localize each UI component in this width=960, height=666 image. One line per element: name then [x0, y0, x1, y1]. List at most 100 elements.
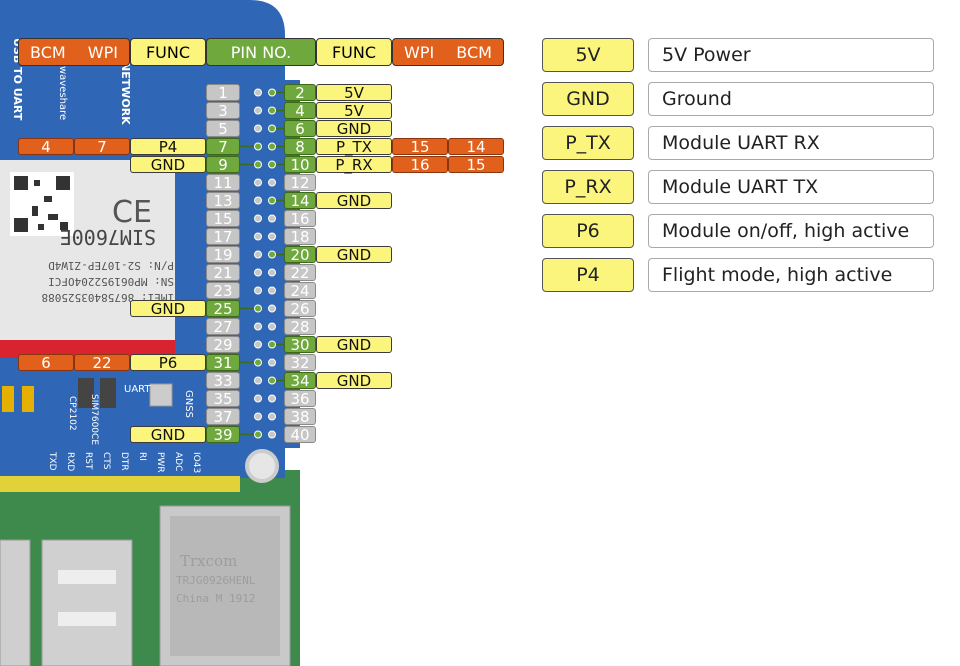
pin-10-func: P_RX — [316, 156, 392, 174]
pin-39-dot — [254, 430, 262, 439]
module-name: SIM7600E — [60, 225, 156, 249]
pin-32: 32 — [284, 354, 316, 372]
pin-31-bcm: 6 — [18, 354, 74, 372]
pin-4-func: 5V — [316, 102, 392, 120]
pin-37: 37 — [206, 408, 240, 426]
pin-9: 9 — [206, 156, 240, 174]
pin-24: 24 — [284, 282, 316, 300]
pin-2-dot — [268, 88, 276, 97]
pin-20-dot — [268, 250, 276, 259]
pin-21-dot — [254, 268, 262, 277]
pin-17-dot — [254, 232, 262, 241]
pin-25-func: GND — [130, 300, 206, 318]
header-bcm-left: BCM — [30, 42, 66, 62]
sim-label: SIM7600CE — [89, 394, 99, 445]
eth-brand: Trxcom — [180, 552, 237, 570]
pin-31: 31 — [206, 354, 240, 372]
legend-key: P_TX — [542, 126, 634, 160]
pin-30-func: GND — [316, 336, 392, 354]
pin-8-bcm: 14 — [448, 138, 504, 156]
legend-description: Ground — [648, 82, 934, 116]
pin-5: 5 — [206, 120, 240, 138]
pin-3: 3 — [206, 102, 240, 120]
legend-description: Module on/off, high active — [648, 214, 934, 248]
bottom-pin-dtr: DTR — [119, 452, 129, 471]
pin-6-dot — [268, 124, 276, 133]
pin-19-dot — [254, 250, 262, 259]
bottom-pin-cts: CTS — [101, 452, 111, 470]
pin-21: 21 — [206, 264, 240, 282]
pin-16: 16 — [284, 210, 316, 228]
legend-key: GND — [542, 82, 634, 116]
pin-10: 10 — [284, 156, 316, 174]
pin-13: 13 — [206, 192, 240, 210]
sn-text: SN: MP061952204OFCI — [48, 275, 174, 288]
pin-1-dot — [254, 88, 262, 97]
pin-12: 12 — [284, 174, 316, 192]
pin-36-dot — [268, 394, 276, 403]
header-func-right: FUNC — [316, 38, 392, 66]
pin-29-dot — [254, 340, 262, 349]
pin-34: 34 — [284, 372, 316, 390]
bottom-pin-adc: ADC — [173, 452, 183, 471]
bottom-pin-rst: RST — [83, 452, 93, 470]
pin-36: 36 — [284, 390, 316, 408]
pin-28-dot — [268, 322, 276, 331]
pin-27: 27 — [206, 318, 240, 336]
cp2102-label: CP2102 — [67, 396, 77, 431]
pin-dots — [240, 88, 284, 439]
bottom-pin-ri: RI — [137, 452, 147, 461]
pin-34-dot — [268, 376, 276, 385]
pin-4: 4 — [284, 102, 316, 120]
pin-32-dot — [268, 358, 276, 367]
pin-14: 14 — [284, 192, 316, 210]
pin-9-dot — [254, 160, 262, 169]
pin-15: 15 — [206, 210, 240, 228]
pin-7-func: P4 — [130, 138, 206, 156]
legend-description: Module UART RX — [648, 126, 934, 160]
header-bcm-right: BCM — [456, 42, 492, 62]
bottom-pin-pwr: PWR — [155, 452, 165, 473]
pin-4-dot — [268, 106, 276, 115]
pin-8-wpi: 15 — [392, 138, 448, 156]
pin-16-dot — [268, 214, 276, 223]
pin-31-wpi: 22 — [74, 354, 130, 372]
qr-code — [10, 172, 74, 236]
pin-2: 2 — [284, 84, 316, 102]
pin-26-dot — [268, 304, 276, 313]
pin-14-dot — [268, 196, 276, 205]
pin-22: 22 — [284, 264, 316, 282]
pin-17: 17 — [206, 228, 240, 246]
pin-23: 23 — [206, 282, 240, 300]
gnss-label: GNSS — [183, 390, 194, 418]
pin-9-func: GND — [130, 156, 206, 174]
pin-19: 19 — [206, 246, 240, 264]
pin-8: 8 — [284, 138, 316, 156]
pin-13-dot — [254, 196, 262, 205]
pin-27-dot — [254, 322, 262, 331]
brand-label: waveshare — [57, 66, 68, 120]
pin-18-dot — [268, 232, 276, 241]
bottom-pin-rxd: RXD — [65, 452, 75, 471]
pin-38-dot — [268, 412, 276, 421]
pin-11-dot — [254, 178, 262, 187]
uart-label: UART — [124, 384, 151, 395]
bottom-header — [0, 476, 240, 492]
pin-7-bcm: 4 — [18, 138, 74, 156]
pin-30-dot — [268, 340, 276, 349]
header-func-left: FUNC — [130, 38, 206, 66]
legend-key: P_RX — [542, 170, 634, 204]
pin-12-dot — [268, 178, 276, 187]
pin-8-func: P_TX — [316, 138, 392, 156]
pin-23-dot — [254, 286, 262, 295]
pin-22-dot — [268, 268, 276, 277]
pin-33: 33 — [206, 372, 240, 390]
pin-3-dot — [254, 106, 262, 115]
pin-24-dot — [268, 286, 276, 295]
pin-38: 38 — [284, 408, 316, 426]
pin-39-func: GND — [130, 426, 206, 444]
bottom-pin-txd: TXD — [47, 451, 57, 471]
bottom-pin-labels: TXD RXD RST CTS DTR RI PWR ADC IO43 — [47, 451, 201, 473]
bottom-pin-io43: IO43 — [191, 452, 201, 473]
pin-15-dot — [254, 214, 262, 223]
